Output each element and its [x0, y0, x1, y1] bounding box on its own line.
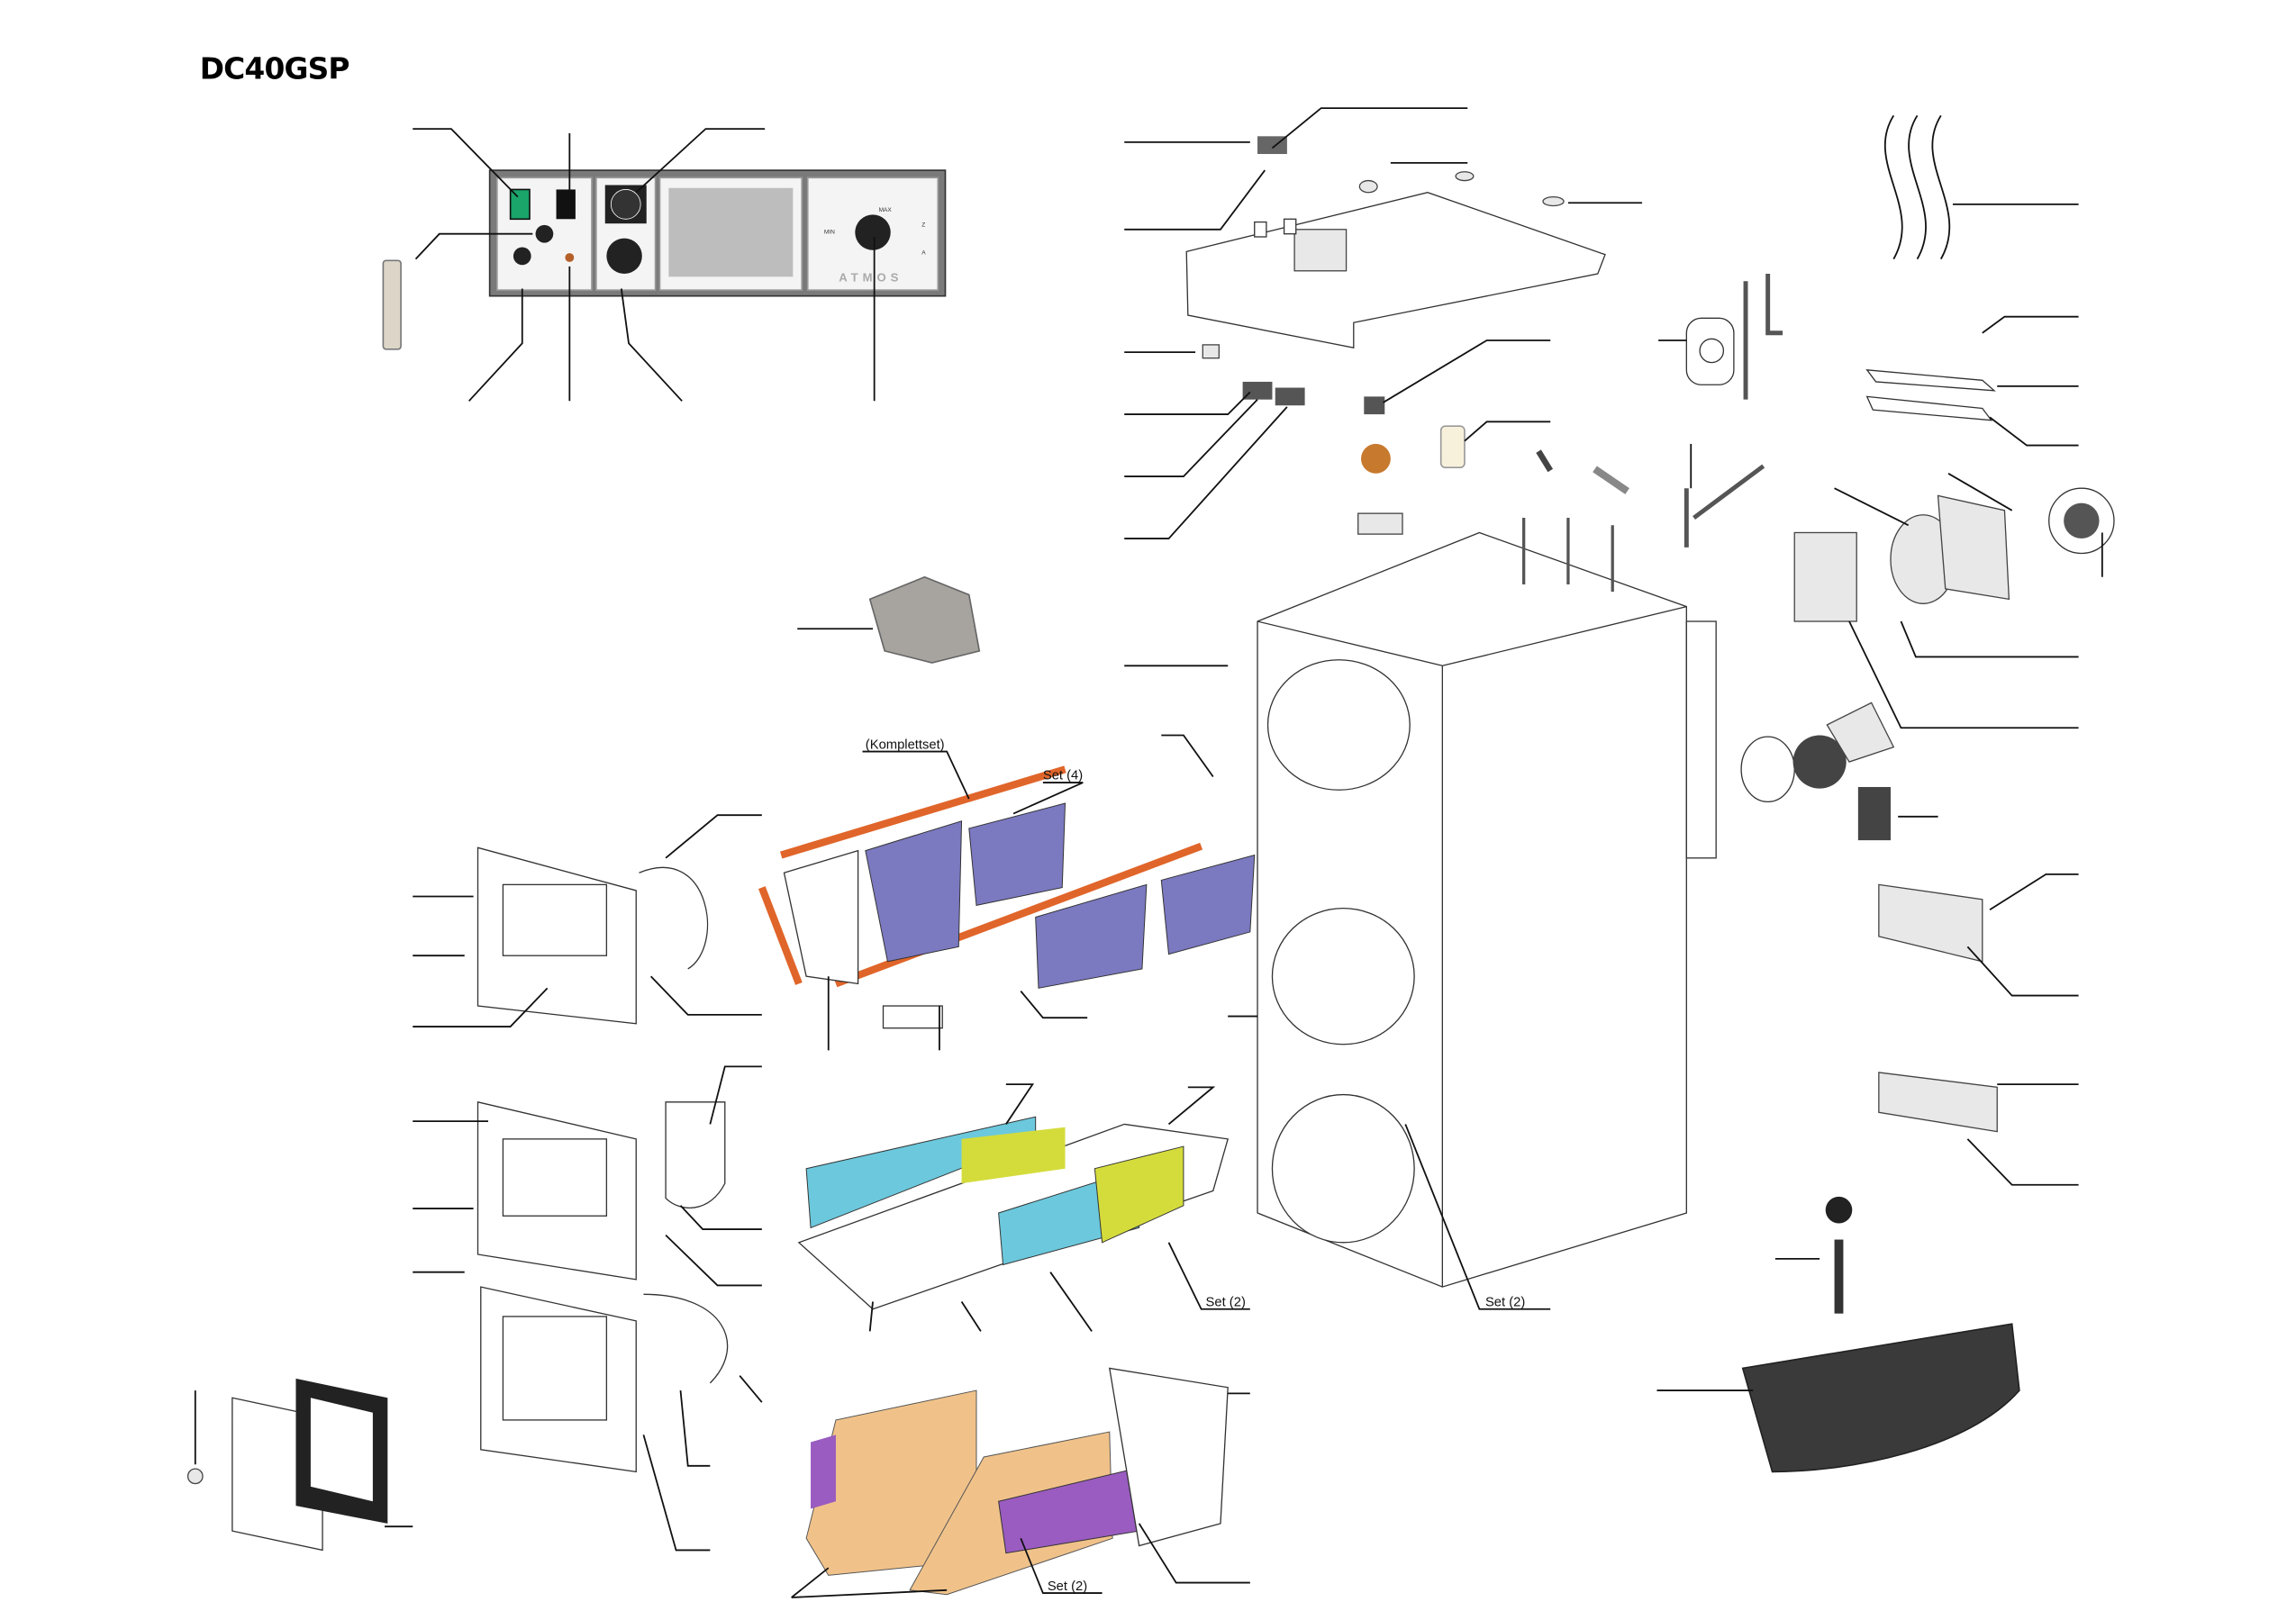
label-komplettset: (Komplettset) [866, 738, 945, 752]
right-parts [1740, 369, 2115, 1473]
small-components [1202, 136, 1783, 548]
boiler-thermostat-knob [606, 238, 642, 275]
flue-thermostat-knob [855, 214, 891, 250]
grate-assembly [758, 765, 1256, 1029]
lower-chamber-parts [797, 1116, 1230, 1310]
fuse-holder [535, 224, 554, 243]
pump-switch [556, 189, 576, 220]
turbulators [1883, 114, 1951, 260]
top-cover [1185, 192, 1606, 348]
main-switch [509, 188, 531, 221]
insulation-material [868, 575, 981, 664]
doors [186, 846, 729, 1552]
boiler-body [1257, 518, 1717, 1288]
min-label: MIN [824, 230, 835, 236]
ash-pan [1741, 1323, 2020, 1473]
brand-label: ATMOS [839, 270, 903, 284]
max-label: MAX [879, 207, 893, 213]
label-set-2-bottom: Set (2) [1048, 1579, 1087, 1594]
reset-button [513, 247, 531, 266]
a-label: A [921, 250, 926, 257]
label-set-2-boiler: Set (2) [1485, 1295, 1525, 1309]
control-panel: MIN MAX Z A ATMOS [488, 169, 947, 297]
fuse [382, 259, 402, 350]
leader-lines [194, 107, 2103, 1598]
page-title: DC40GSP [200, 51, 349, 86]
label-set-4: Set (4) [1043, 769, 1083, 783]
indicator-lamp [565, 253, 575, 262]
label-set-2-lower-chamber: Set (2) [1206, 1295, 1246, 1309]
bottom-chamber-parts [805, 1367, 1229, 1596]
z-label: Z [921, 222, 925, 229]
